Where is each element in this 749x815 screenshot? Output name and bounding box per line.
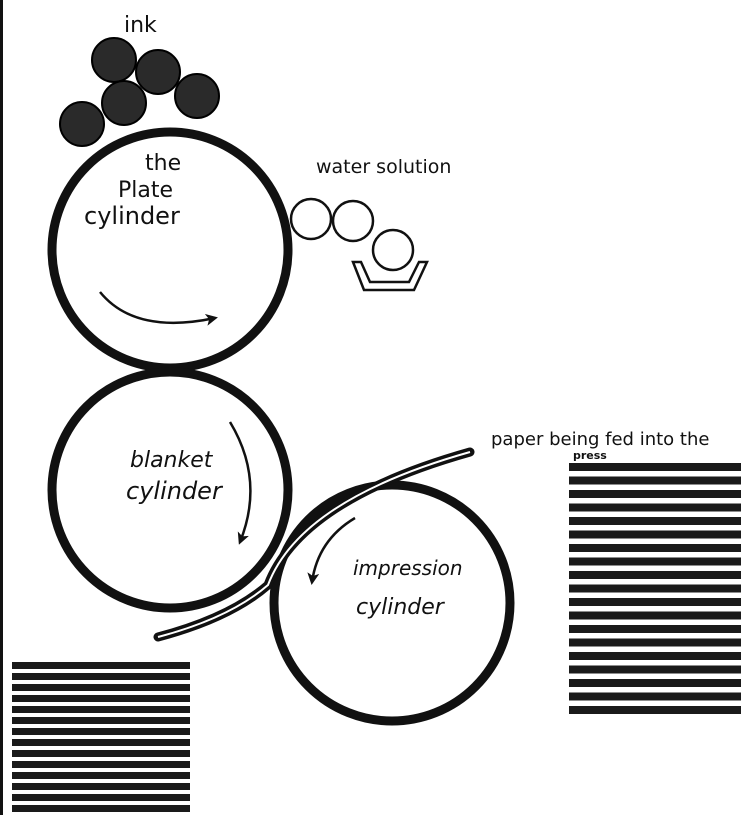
label-impression: impression — [353, 556, 463, 580]
label-ink: ink — [124, 13, 157, 38]
text-line — [12, 761, 190, 768]
text-line — [12, 728, 190, 735]
label-blanket-cylinder: cylinder — [126, 477, 224, 505]
text-line — [569, 584, 741, 593]
water-roller — [289, 197, 333, 241]
water-roller — [371, 228, 415, 272]
label-paper: paper being fed into the — [491, 429, 709, 450]
text-line — [12, 706, 190, 713]
text-line — [12, 695, 190, 702]
label-impression-cylinder: cylinder — [356, 595, 446, 620]
left-border — [0, 0, 3, 815]
ink-roller — [135, 49, 181, 95]
text-line — [569, 598, 741, 606]
text-line — [569, 530, 741, 539]
label-water-solution: water solution — [316, 156, 451, 178]
label-blanket: blanket — [130, 448, 214, 473]
label-plate-the: the — [145, 151, 181, 176]
text-line — [569, 665, 741, 674]
water-rollers — [289, 197, 415, 272]
text-line — [569, 625, 741, 633]
text-line — [569, 463, 741, 471]
text-line — [12, 783, 190, 790]
text-line — [569, 679, 741, 687]
text-line — [12, 794, 190, 801]
ink-roller — [91, 37, 137, 83]
text-line — [12, 750, 190, 757]
ink-rollers — [59, 37, 220, 147]
impression-cylinder — [269, 480, 515, 726]
blanket-rotation-arrow — [228, 421, 252, 545]
text-line — [569, 503, 741, 512]
text-line — [12, 717, 190, 724]
text-line — [569, 557, 741, 566]
plate-rotation-arrow — [99, 291, 218, 326]
text-line — [12, 662, 190, 669]
text-line — [569, 490, 741, 498]
text-line — [569, 611, 741, 620]
text-line — [12, 772, 190, 779]
right-text-block — [569, 463, 741, 714]
ink-roller — [59, 101, 105, 147]
text-line — [569, 638, 741, 647]
impression-rotation-arrow — [307, 516, 356, 585]
text-line — [569, 544, 741, 552]
text-line — [569, 571, 741, 579]
left-text-block — [12, 662, 190, 812]
label-plate-cylinder: cylinder — [84, 202, 180, 230]
water-roller — [331, 199, 375, 243]
text-line — [12, 673, 190, 680]
blanket-cylinder — [47, 367, 293, 613]
paper-path-inner — [157, 451, 471, 638]
text-line — [569, 476, 741, 485]
text-line — [569, 652, 741, 660]
text-line — [12, 739, 190, 746]
water-tray — [351, 260, 429, 292]
text-line — [12, 684, 190, 691]
ink-roller — [101, 80, 147, 126]
text-line — [12, 805, 190, 812]
ink-roller — [174, 73, 220, 119]
text-line — [569, 706, 741, 714]
text-line — [569, 692, 741, 701]
label-paper-press: press — [573, 449, 607, 462]
text-line — [569, 517, 741, 525]
label-plate-plate: Plate — [118, 178, 173, 203]
